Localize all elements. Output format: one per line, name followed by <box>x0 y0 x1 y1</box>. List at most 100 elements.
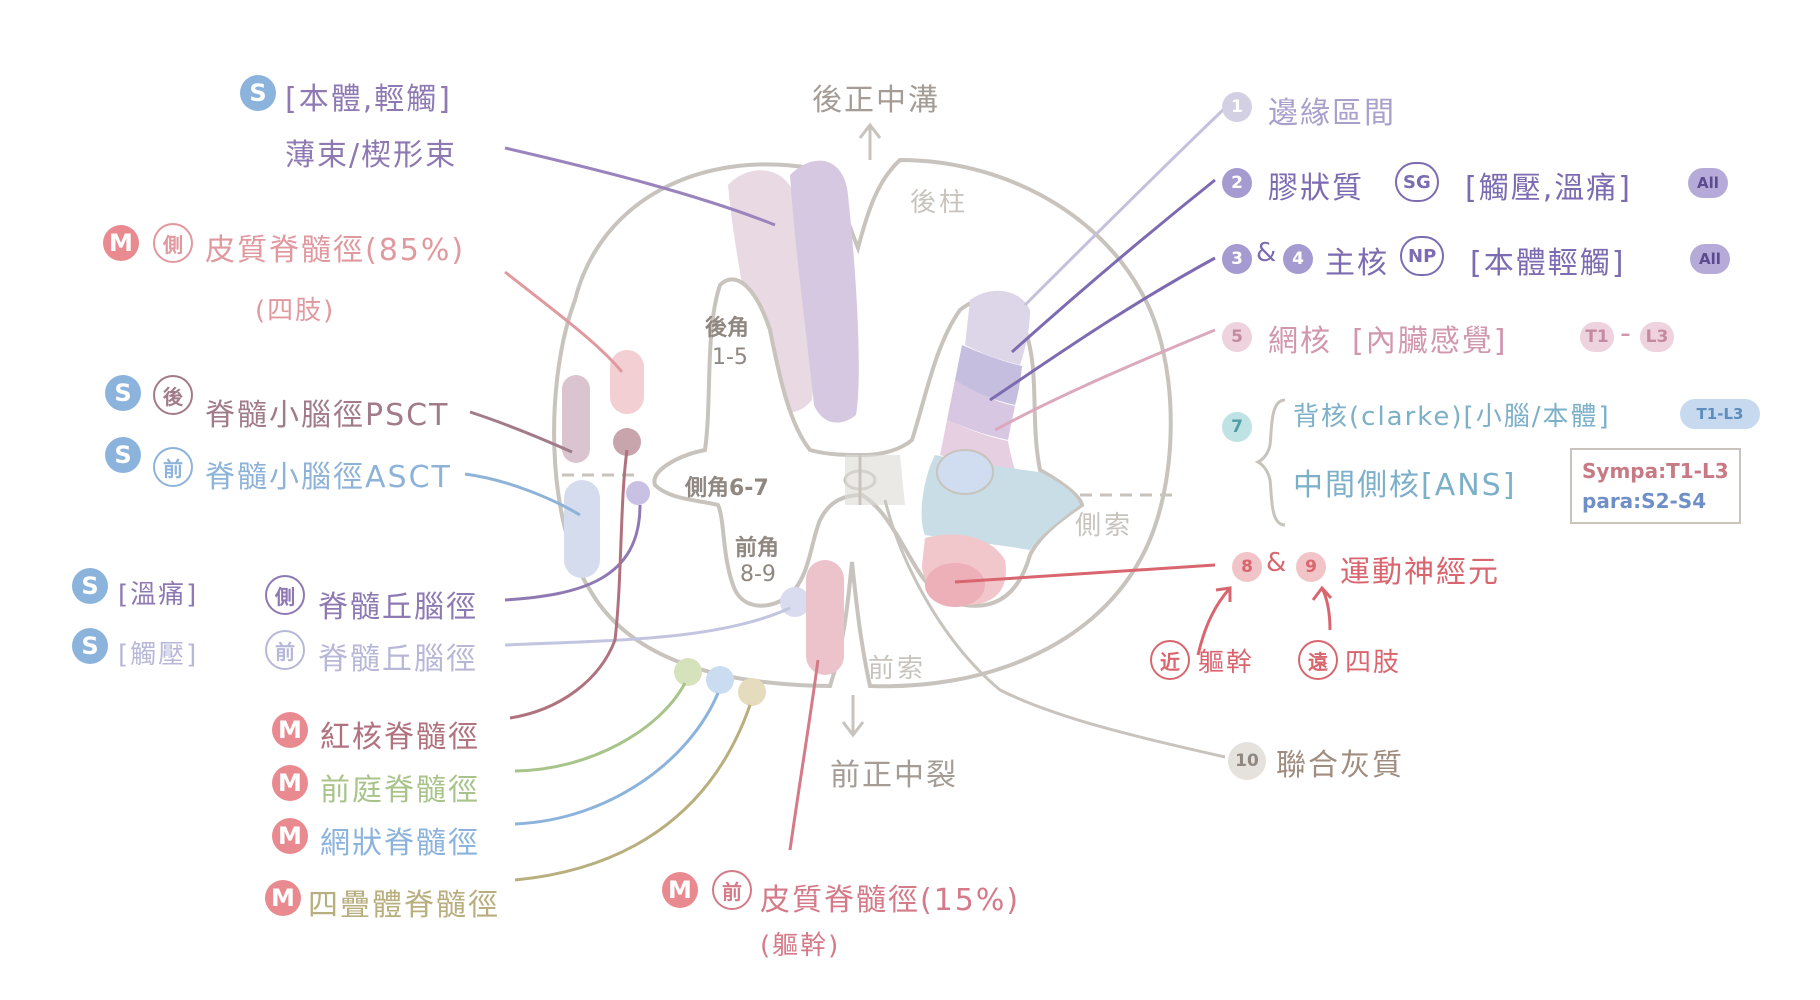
psct-name: 脊髓小腦徑PSCT <box>205 398 450 433</box>
ans-range-box: Sympa:T1-L3 para:S2-S4 <box>1570 448 1741 524</box>
lamina-number-badge: 4 <box>1283 244 1313 274</box>
all-badge: All <box>1688 168 1728 198</box>
motor-badge: M <box>265 880 301 916</box>
lamina-7-brace <box>1254 398 1286 527</box>
motor-badge: M <box>272 765 308 801</box>
leader-l89 <box>954 563 1216 584</box>
leader-l1 <box>1023 106 1227 307</box>
lamina-7-nucleus <box>936 449 994 495</box>
anterior-fissure-arrow <box>841 695 865 738</box>
leader-vestibulospinal <box>514 682 687 773</box>
anterior-cst-name: 皮質脊髓徑(15%) <box>760 883 1021 918</box>
anterior-stt-tract <box>780 587 810 617</box>
leader-rubrospinal <box>509 449 629 720</box>
lamina-number-badge: 8 <box>1232 552 1262 582</box>
lamina-3-4-zone <box>947 380 1015 440</box>
lamina-number-badge: 1 <box>1222 92 1252 122</box>
lamina-3-4-name: 主核 <box>1325 246 1389 281</box>
posterior-sulcus-arrow <box>858 122 882 160</box>
leader-fasciculus <box>504 146 776 227</box>
fasciculus-gracilis-shape <box>728 170 813 413</box>
lateral-cst-sub: (四肢) <box>255 296 336 326</box>
tectospinal-tract <box>738 678 766 706</box>
lamina-9-nucleus <box>925 563 985 607</box>
lateral-stt-tag: [溫痛] <box>118 580 199 610</box>
np-ring: NP <box>1400 236 1445 276</box>
lateral-cst-tract <box>610 350 644 414</box>
amp-sign: & <box>1266 548 1289 578</box>
lamina-number-badge: 10 <box>1228 742 1266 780</box>
anterior-ring: 前 <box>712 870 752 910</box>
lamina-number-badge: 3 <box>1222 244 1252 274</box>
sg-ring: SG <box>1395 162 1439 202</box>
lamina-5-name: 網核 <box>1268 324 1332 359</box>
lateral-cst-name: 皮質脊髓徑(85%) <box>205 233 466 268</box>
sensory-badge: S <box>105 437 141 473</box>
leader-l10 <box>883 499 1226 759</box>
far-ring: 遠 <box>1298 640 1338 680</box>
sympathetic-range: Sympa:T1-L3 <box>1582 459 1729 483</box>
amp-sign: & <box>1256 238 1279 268</box>
anterior-cst-tract <box>806 560 844 675</box>
lateral-stt-tract <box>626 481 650 505</box>
range-dash: - <box>1620 316 1633 351</box>
vestibulospinal-tract <box>674 658 702 686</box>
lamina-number-badge: 9 <box>1296 552 1326 582</box>
lateral-ring: 側 <box>265 575 305 615</box>
motor-badge: M <box>272 712 308 748</box>
lamina-2-name: 膠狀質 <box>1268 171 1364 206</box>
range-badge: T1-L3 <box>1680 399 1760 429</box>
clarke-nucleus-name: 背核(clarke)[小腦/本體] <box>1293 402 1611 432</box>
sensory-badge: S <box>72 568 108 604</box>
lamina-1-name: 邊緣區間 <box>1268 96 1396 131</box>
gray-commissure <box>845 455 905 505</box>
lamina-number-badge: 2 <box>1222 168 1252 198</box>
range-badge: T1 <box>1580 322 1614 352</box>
rubrospinal-tract <box>613 428 641 456</box>
leader-tectospinal <box>514 704 752 882</box>
anterior-median-fissure-label: 前正中裂 <box>830 758 958 793</box>
lamina-3-4-tag: [本體輕觸] <box>1470 246 1626 281</box>
leader-l2 <box>1010 178 1216 354</box>
posterior-horn-label: 後角 <box>705 316 750 341</box>
near-ring: 近 <box>1150 640 1190 680</box>
anterior-ring: 前 <box>265 630 305 670</box>
lateral-horn-label: 側角6-7 <box>685 476 769 501</box>
near-arrow <box>1196 586 1232 656</box>
leader-lateral-stt <box>504 504 642 602</box>
gray-commissure-name: 聯合灰質 <box>1276 748 1404 783</box>
anterior-horn-label: 前角 <box>735 536 780 561</box>
vestibulospinal-name: 前庭脊髓徑 <box>320 773 480 808</box>
anterior-cst-sub: (軀幹) <box>760 931 841 961</box>
all-badge: All <box>1690 244 1730 274</box>
far-arrow <box>1311 585 1333 631</box>
lamina-number-badge: 5 <box>1222 322 1252 352</box>
lamina-number-badge: 7 <box>1222 412 1252 442</box>
leader-l5 <box>994 328 1216 432</box>
far-text: 四肢 <box>1345 648 1402 678</box>
near-text: 軀幹 <box>1198 648 1255 678</box>
ast-tract <box>564 480 600 578</box>
fasciculus-tag: [本體,輕觸] <box>285 82 452 117</box>
cord-outline <box>552 157 1173 689</box>
anterior-ring: 前 <box>153 447 193 487</box>
posterior-ring: 後 <box>153 375 193 415</box>
lateral-ring: 側 <box>153 223 193 263</box>
reticulospinal-tract <box>706 666 734 694</box>
anterior-stt-tag: [觸壓] <box>118 640 199 670</box>
anterior-laminae-label: 8-9 <box>740 562 776 587</box>
fasciculus-name: 薄束/楔形束 <box>285 138 458 173</box>
anterior-stt-name: 脊髓丘腦徑 <box>318 642 478 677</box>
leader-reticulospinal <box>514 692 720 826</box>
anterior-funiculus-label: 前索 <box>868 654 927 684</box>
pst-tract <box>562 375 590 463</box>
motor-neuron-name: 運動神經元 <box>1340 555 1500 590</box>
lamina-2-tag: [觸壓,溫痛] <box>1465 171 1632 206</box>
leader-pst <box>469 410 573 454</box>
posterior-column-label: 後柱 <box>910 188 969 218</box>
leader-ast <box>464 472 581 517</box>
tectospinal-name: 四疊體脊髓徑 <box>308 888 500 923</box>
asct-name: 脊髓小腦徑ASCT <box>205 460 452 495</box>
lamina-5-tag: [內臟感覺] <box>1352 324 1508 359</box>
